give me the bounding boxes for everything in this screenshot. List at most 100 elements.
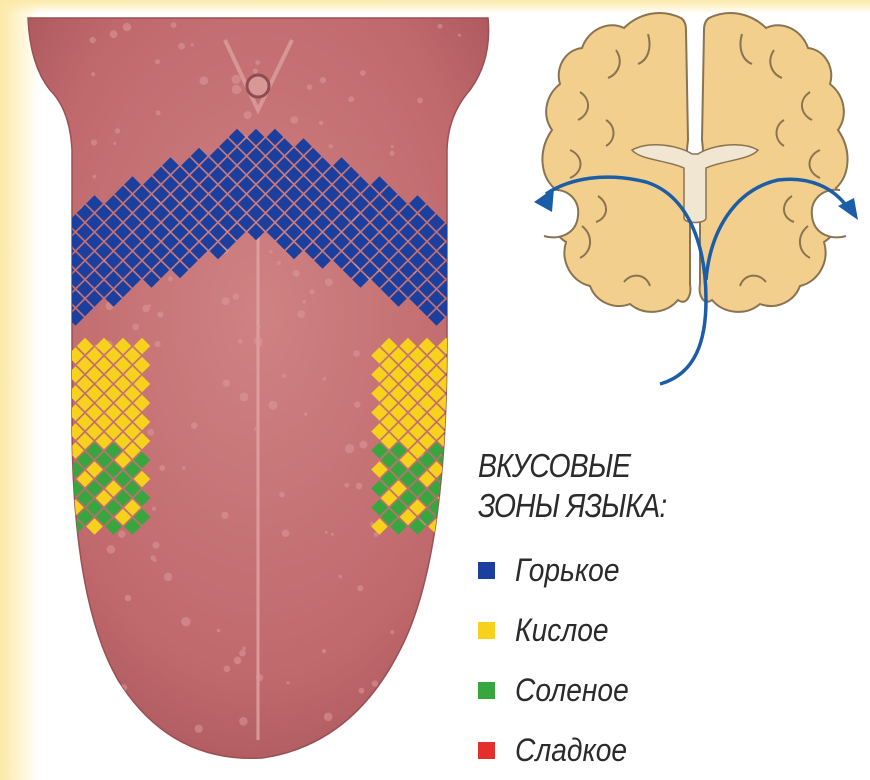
- tongue-papilla: [221, 512, 228, 519]
- tongue-papilla: [152, 507, 156, 511]
- tongue-papilla: [307, 84, 313, 90]
- tongue-papilla: [155, 341, 161, 347]
- tongue-papilla: [58, 726, 65, 733]
- tongue-papilla: [195, 725, 203, 733]
- tongue-papilla: [107, 545, 115, 553]
- tongue-papilla: [60, 469, 64, 473]
- tongue-papilla: [110, 30, 118, 38]
- tongue-papilla: [372, 680, 378, 686]
- legend-item-sour: Кислое: [478, 600, 848, 660]
- brain-cross-section: [520, 0, 870, 400]
- tongue-papilla: [200, 76, 209, 85]
- tongue-papilla: [454, 632, 462, 640]
- legend-label-bitter: Горькое: [515, 552, 619, 589]
- tongue-papilla: [412, 705, 417, 710]
- tongue-papilla: [157, 311, 163, 317]
- tongue-papilla: [191, 43, 194, 46]
- tongue-papilla: [181, 617, 190, 626]
- tongue-papilla: [443, 688, 452, 697]
- tongue-papilla: [390, 151, 395, 156]
- legend-swatch-sour: [478, 622, 495, 639]
- tongue-papilla: [290, 116, 298, 124]
- tongue-papilla: [244, 111, 252, 119]
- legend-item-salty: Соленое: [478, 660, 848, 720]
- tongue-papilla: [442, 596, 451, 605]
- tongue-papilla: [253, 69, 258, 74]
- tongue-papilla: [310, 289, 315, 294]
- tongue-papilla: [156, 110, 161, 115]
- tongue-papilla: [125, 595, 132, 602]
- tongue-papilla: [171, 22, 177, 28]
- tongue-papilla: [168, 276, 173, 281]
- legend-swatch-bitter: [478, 562, 495, 579]
- tongue-papilla: [417, 98, 423, 104]
- legend-title: ВКУСОВЫЕ ЗОНЫ ЯЗЫКА:: [478, 446, 796, 526]
- tongue-papilla: [113, 142, 116, 145]
- tongue-papilla: [239, 717, 248, 726]
- tongue-diagram: [0, 0, 500, 780]
- tongue-papilla: [348, 96, 354, 102]
- tongue-papilla: [359, 441, 367, 449]
- tongue-papilla: [354, 401, 360, 407]
- tongue-papilla: [445, 666, 449, 670]
- tongue-papilla: [90, 690, 95, 695]
- legend-item-bitter: Горькое: [478, 540, 848, 600]
- legend-title-line1: ВКУСОВЫЕ: [478, 446, 796, 486]
- legend-label-salty: Соленое: [515, 672, 629, 709]
- tongue-papilla: [304, 412, 307, 415]
- tongue-papilla: [356, 483, 363, 490]
- legend-items: Горькое Кислое Соленое Сладкое: [478, 540, 848, 780]
- tongue-papilla: [178, 43, 185, 50]
- tongue-papilla: [232, 75, 241, 84]
- tongue-papilla: [353, 350, 360, 357]
- tongue-papilla: [256, 325, 260, 329]
- tongue-papilla: [436, 600, 442, 606]
- tongue-papilla: [454, 497, 458, 501]
- tongue-papilla: [320, 77, 326, 83]
- tongue-papilla: [153, 542, 160, 549]
- tongue-papilla: [182, 467, 185, 470]
- tongue-papilla: [240, 393, 249, 402]
- tongue-papilla: [302, 300, 306, 304]
- tongue-papilla: [360, 70, 366, 76]
- tongue-papilla: [452, 344, 456, 348]
- tongue-papilla: [344, 483, 349, 488]
- legend-swatch-salty: [478, 682, 495, 699]
- salty-zone-marker: [438, 509, 455, 526]
- tongue-papilla: [191, 422, 198, 429]
- tongue-papilla: [277, 261, 281, 265]
- tongue-papilla: [90, 37, 96, 43]
- tongue-papilla: [319, 121, 323, 125]
- tongue-papilla: [359, 688, 365, 694]
- tongue-papilla: [345, 444, 354, 453]
- legend-title-line2: ЗОНЫ ЯЗЫКА:: [478, 486, 796, 526]
- tongue-papilla: [155, 59, 160, 64]
- tongue-papilla: [93, 175, 97, 179]
- tongue-papilla: [105, 669, 112, 676]
- tongue-papilla: [151, 555, 156, 560]
- tongue-papilla: [115, 128, 120, 133]
- tongue-papilla: [325, 278, 333, 286]
- tongue-papilla: [65, 154, 70, 159]
- legend-swatch-sweet: [478, 742, 495, 759]
- tongue-papilla: [88, 654, 95, 661]
- tongue-papilla: [57, 373, 63, 379]
- legend-item-sweet: Сладкое: [478, 720, 848, 780]
- tongue-papilla: [269, 401, 278, 410]
- tongue-papilla: [232, 85, 241, 94]
- tongue-papilla: [357, 585, 363, 591]
- legend: ВКУСОВЫЕ ЗОНЫ ЯЗЫКА: Горькое Кислое Соле…: [478, 446, 848, 780]
- tongue-papilla: [61, 567, 67, 573]
- tongue-papilla: [224, 666, 231, 673]
- tongue-papilla: [123, 23, 131, 31]
- tongue-papilla: [391, 145, 394, 148]
- tongue-papilla: [339, 575, 343, 579]
- tongue-papilla: [452, 478, 460, 486]
- tongue-papilla: [254, 427, 258, 431]
- tongue-papilla: [222, 297, 230, 305]
- tongue-papilla: [217, 629, 221, 633]
- tongue-papilla: [270, 250, 273, 253]
- tongue-papilla: [223, 380, 230, 387]
- tongue-papilla: [147, 429, 154, 436]
- tongue-papilla: [297, 310, 305, 318]
